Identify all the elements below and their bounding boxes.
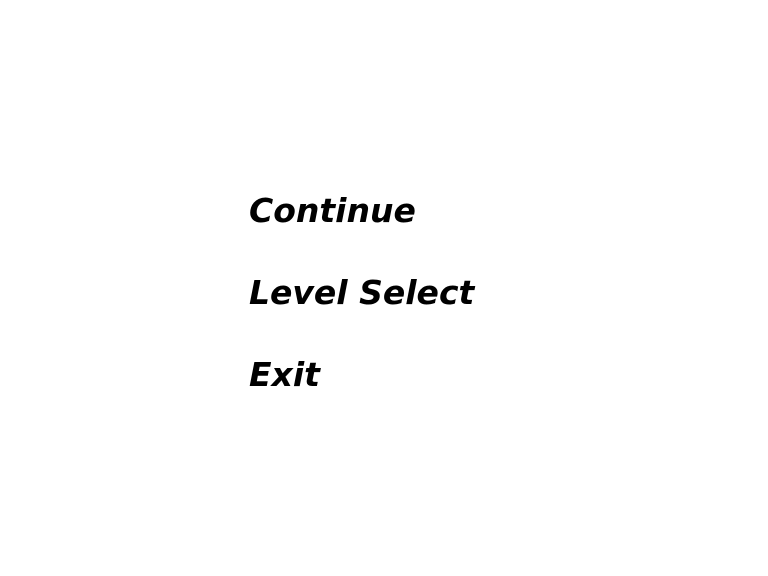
main-menu: Continue Level Select Exit: [249, 190, 474, 436]
exit-menu-item[interactable]: Exit: [249, 355, 320, 394]
continue-menu-item[interactable]: Continue: [249, 191, 416, 230]
level-select-menu-item[interactable]: Level Select: [249, 273, 475, 312]
